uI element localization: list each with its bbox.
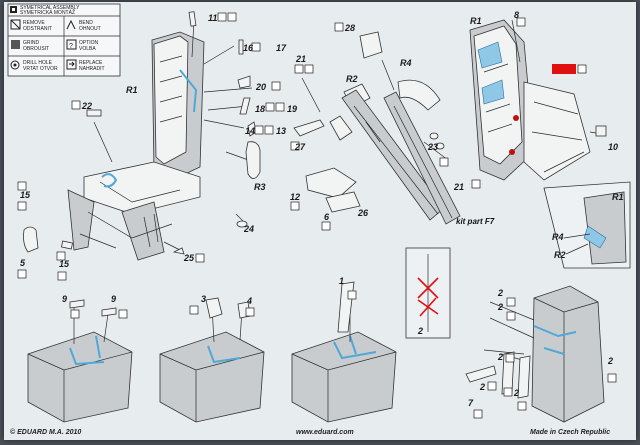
drill-hole-icon — [10, 60, 20, 70]
part-label-3: 3 — [201, 294, 206, 304]
instruction-diagram: ? SYMETRICAL ASSEMBLY SYMETRICKÁ MONTÁŽ … — [7, 3, 631, 436]
symmetrical-assembly-icon — [10, 6, 17, 13]
check-box-8 — [516, 17, 526, 27]
part-label-22: 22 — [81, 101, 92, 111]
part-label-1: 1 — [339, 276, 344, 286]
footer-copyright: © EDUARD M.A. 2010 — [10, 428, 81, 436]
legend-text-drill: DRILL HOLE — [23, 60, 53, 66]
legend-text-option-cz: VOLBA — [79, 46, 96, 52]
replace-icon — [66, 59, 77, 70]
part-label-9-left: 9 — [62, 294, 67, 304]
part-label-25: 25 — [183, 253, 195, 263]
remove-icon — [10, 19, 21, 30]
part-label-2-f: 2 — [607, 356, 613, 366]
part-label-2-e: 2 — [513, 388, 519, 398]
footer-made-in: Made in Czech Republic — [530, 429, 610, 436]
part-label-r1-seat: R1 — [126, 85, 138, 95]
check-boxes-stage2 — [290, 22, 481, 231]
part-label-2-d: 2 — [479, 382, 485, 392]
option-icon: ? — [66, 39, 77, 50]
part-label-2-detail: 2 — [417, 326, 423, 336]
part-label-r1-back: R1 — [470, 16, 482, 26]
legend-text-grind: GRIND — [23, 40, 40, 46]
legend-text-symmetrical-cz: SYMETRICKÁ MONTÁŽ — [20, 8, 75, 16]
kit-part-note: kit part F7 — [456, 217, 495, 226]
part-label-2-a: 2 — [497, 288, 503, 298]
legend-text-bend: BEND — [79, 20, 93, 26]
part-label-12: 12 — [290, 192, 300, 202]
check-box-red — [577, 64, 587, 74]
red-paint-marker — [552, 64, 576, 74]
part-label-15-lower: 15 — [59, 259, 70, 269]
part-label-11: 11 — [208, 13, 217, 23]
part-label-16: 16 — [243, 43, 254, 53]
harness-step-3 — [291, 281, 397, 423]
legend-text-option: OPTION — [79, 40, 99, 46]
part-label-7: 7 — [468, 398, 474, 408]
part-label-18: 18 — [255, 104, 265, 114]
part-label-10: 10 — [608, 142, 618, 152]
part-label-r1-detail: R1 — [612, 192, 624, 202]
seat-assembly-right — [469, 19, 607, 181]
legend-text-remove-cz: ODSTRANIT — [23, 26, 52, 32]
legend-text-grind-cz: OBROUSIT — [23, 46, 49, 52]
part-label-r4: R4 — [400, 58, 412, 68]
part-label-4: 4 — [246, 296, 252, 306]
legend: ? SYMETRICAL ASSEMBLY SYMETRICKÁ MONTÁŽ … — [7, 3, 121, 77]
legend-text-drill-cz: VRTAT OTVOR — [23, 66, 58, 72]
part-label-26: 26 — [357, 208, 369, 218]
part-label-2-b: 2 — [497, 302, 503, 312]
part-label-27: 27 — [294, 142, 306, 152]
part-label-20: 20 — [255, 82, 266, 92]
part-label-24: 24 — [243, 224, 254, 234]
part-label-19: 19 — [287, 104, 297, 114]
part-label-15-upper: 15 — [20, 190, 31, 200]
check-boxes-stage1 — [17, 12, 285, 281]
part-label-13: 13 — [276, 126, 286, 136]
legend-text-bend-cz: OHNOUT — [79, 26, 101, 32]
part-label-r2-detail: R2 — [554, 250, 566, 260]
part-label-2-c: 2 — [497, 352, 503, 362]
part-label-5: 5 — [20, 258, 26, 268]
legend-text-symmetrical: SYMETRICAL ASSEMBLY — [20, 5, 80, 11]
instruction-sheet: ? SYMETRICAL ASSEMBLY SYMETRICKÁ MONTÁŽ … — [4, 2, 636, 440]
part-label-14: 14 — [245, 126, 255, 136]
part-label-8: 8 — [514, 10, 519, 20]
svg-text:?: ? — [69, 43, 73, 50]
harness-step-4 — [465, 285, 605, 423]
part-label-21-lower: 21 — [453, 182, 464, 192]
part-label-6: 6 — [324, 212, 330, 222]
part-label-23: 23 — [427, 142, 438, 152]
part-label-21-upper: 21 — [295, 54, 306, 64]
legend-text-replace: REPLACE — [79, 60, 103, 66]
footer-website: www.eduard.com — [296, 429, 354, 436]
harness-step-1 — [27, 299, 133, 423]
legend-text-replace-cz: NAHRADIT — [79, 66, 105, 72]
part-label-17: 17 — [276, 43, 287, 53]
part-label-28: 28 — [344, 23, 355, 33]
part-label-9-right: 9 — [111, 294, 116, 304]
part-label-r4-detail: R4 — [552, 232, 564, 242]
part-label-r2: R2 — [346, 74, 358, 84]
bend-icon — [66, 19, 76, 30]
detail-callout — [543, 181, 631, 269]
harness-step-2 — [159, 297, 265, 423]
grind-icon — [11, 40, 20, 49]
seat-assembly-left — [23, 11, 261, 261]
part-label-r3: R3 — [254, 182, 266, 192]
legend-text-remove: REMOVE — [23, 20, 45, 26]
seat-frame-center — [293, 31, 461, 225]
check-boxes-bottom — [70, 290, 617, 419]
removed-strap-detail — [405, 247, 451, 339]
